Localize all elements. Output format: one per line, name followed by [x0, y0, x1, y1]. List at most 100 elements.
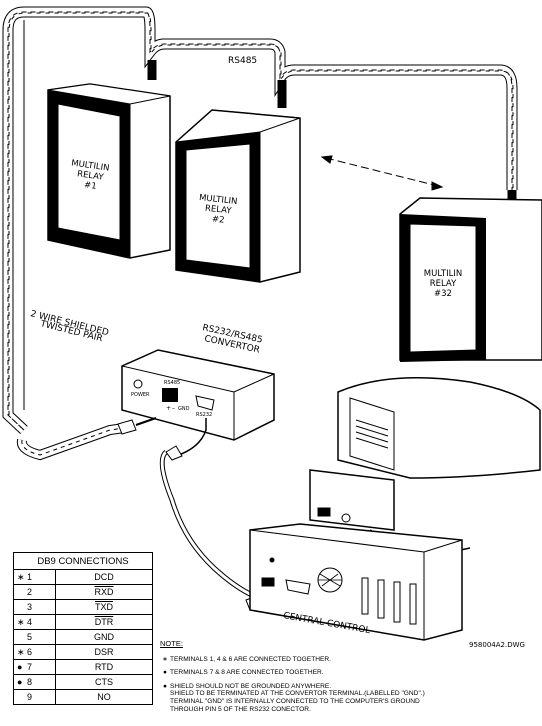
db9-pin-mark: ●	[17, 677, 23, 687]
db9-row: 3 TXD	[13, 599, 153, 615]
relay-32: MULTILIN RELAY #32	[399, 197, 542, 362]
note-line: SHIELD SHOULD NOT BE GROUNDED ANYWHERE.	[170, 682, 332, 690]
monitor	[309, 377, 541, 553]
relay-1-line3: #1	[83, 180, 97, 192]
relay-1: MULTILIN RELAY #1	[47, 83, 171, 259]
relay-1-line2: RELAY	[76, 169, 104, 183]
db9-pin-number: 9	[27, 692, 33, 702]
db9-pin-mark: ∗	[17, 616, 25, 627]
monitor-power-icon	[341, 513, 351, 523]
db9-signal-cell: DSR	[55, 644, 153, 660]
db9-pin-mark: ∗	[17, 571, 25, 582]
relay-2-line1: MULTILIN	[199, 193, 238, 207]
db9-signal-name: GND	[94, 632, 114, 642]
db9-pin-cell: ∗4	[13, 614, 56, 630]
db9-pin-cell: ●8	[13, 674, 56, 690]
db9-signal-cell: RTD	[55, 659, 153, 675]
note-bullet: ●	[163, 669, 167, 677]
db9-row: 2 RXD	[13, 584, 153, 600]
db9-row: ● 7 RTD	[13, 659, 153, 675]
conv-rs232-label: RS232	[196, 412, 212, 418]
db9-signal-cell: DTR	[55, 614, 153, 630]
relay-32-line1: MULTILIN	[424, 269, 462, 279]
expansion-slot-2	[377, 579, 385, 619]
note-line: SHIELD TO BE TERMINATED AT THE CONVERTOR…	[170, 690, 425, 698]
notes-block: NOTE: ∗TERMINALS 1, 4 & 6 ARE CONNECTED …	[160, 640, 540, 719]
db9-pin-number: 7	[27, 662, 33, 672]
db9-signal-name: DCD	[94, 572, 114, 582]
note-bullet: ●	[163, 682, 167, 690]
power-jack-icon	[133, 379, 143, 389]
expansion-slot-1	[361, 577, 369, 615]
db9-pin-cell: 2	[13, 584, 56, 600]
relay-2-line3: #2	[211, 214, 225, 225]
db9-signal-name: DSR	[94, 647, 114, 657]
note-text: SHIELD SHOULD NOT BE GROUNDED ANYWHERE.S…	[170, 683, 425, 713]
note-item: ∗TERMINALS 1, 4 & 6 ARE CONNECTED TOGETH…	[160, 656, 540, 664]
db9-pin-mark: ∗	[17, 646, 25, 657]
rs232-cable	[159, 418, 267, 611]
notes-heading: NOTE:	[160, 639, 183, 648]
db9-signal-cell: DCD	[55, 569, 153, 585]
db9-signal-name: DTR	[94, 617, 114, 627]
conv-rs485-label: RS485	[164, 380, 180, 386]
rs232-rs485-convertor: POWER RS485 RS232 + – GND	[121, 349, 275, 441]
db9-signal-cell: RXD	[55, 584, 153, 600]
note-bullet: ∗	[162, 655, 168, 663]
note-item: ●TERMINALS 7 & 8 ARE CONNECTED TOGETHER.	[160, 669, 540, 677]
note-line: TERMINAL "GND" IS INTERNALLY CONNECTED T…	[170, 697, 420, 705]
expansion-slot-4	[409, 583, 417, 625]
db9-pin-cell: ∗1	[13, 569, 56, 585]
expansion-slot-3	[393, 581, 401, 623]
db9-row: ∗6 DSR	[13, 644, 153, 660]
db9-row: ∗1 DCD	[13, 569, 153, 585]
db9-pin-number: 3	[27, 602, 33, 612]
rs485-terminal-icon	[162, 388, 178, 402]
db9-row: 9 NO	[13, 689, 153, 705]
rs485-plug	[117, 417, 157, 435]
db9-pin-cell: ∗6	[13, 644, 56, 660]
db9-signal-cell: TXD	[55, 599, 153, 615]
relay-32-line3: #32	[434, 289, 452, 299]
conv-plus-label: +	[166, 405, 171, 412]
db9-signal-cell: GND	[55, 629, 153, 645]
db9-pin-cell: 9	[13, 689, 56, 705]
db9-signal-name: TXD	[95, 602, 113, 612]
db9-signal-name: NO	[97, 692, 111, 702]
serial-port-icon	[285, 579, 311, 595]
conv-power-label: POWER	[131, 392, 150, 398]
db9-table-title: DB9 CONNECTIONS	[13, 552, 153, 570]
db9-pin-number: 1	[27, 571, 33, 582]
db9-pin-number: 8	[27, 677, 33, 687]
db9-pin-cell: 5	[13, 629, 56, 645]
relay-2-line2: RELAY	[204, 204, 232, 217]
note-text: TERMINALS 7 & 8 ARE CONNECTED TOGETHER.	[170, 669, 324, 677]
db9-pin-mark: ●	[17, 662, 23, 672]
note-text: TERMINALS 1, 4 & 6 ARE CONNECTED TOGETHE…	[170, 656, 331, 664]
db9-pin-number: 4	[27, 616, 33, 627]
note-line: THROUGH PIN 5 OF THE RS232 CONECTOR.	[170, 705, 311, 713]
db9-port-icon	[195, 395, 215, 411]
db9-row: ∗4 DTR	[13, 614, 153, 630]
db9-pin-number: 2	[27, 587, 33, 597]
note-line: TERMINALS 1, 4 & 6 ARE CONNECTED TOGETHE…	[170, 655, 331, 663]
monitor-port-icon	[317, 507, 331, 517]
rs485-label: RS485	[228, 56, 257, 66]
drawing-number: 958004A2.DWG	[469, 641, 525, 649]
db9-pin-number: 6	[27, 646, 33, 657]
note-item: ●SHIELD SHOULD NOT BE GROUNDED ANYWHERE.…	[160, 683, 540, 713]
db9-pin-cell: 3	[13, 599, 56, 615]
continuation-arrow	[320, 155, 444, 191]
db9-pin-number: 5	[27, 632, 33, 642]
db9-signal-name: RTD	[94, 662, 114, 672]
twisted-pair-cable	[2, 6, 518, 461]
case-port-icon	[261, 577, 275, 587]
conv-minus-label: –	[172, 405, 175, 412]
relay-2: MULTILIN RELAY #2	[175, 109, 301, 283]
db9-row: 5 GND	[13, 629, 153, 645]
note-line: TERMINALS 7 & 8 ARE CONNECTED TOGETHER.	[170, 669, 324, 677]
relay-32-line2: RELAY	[430, 279, 457, 289]
